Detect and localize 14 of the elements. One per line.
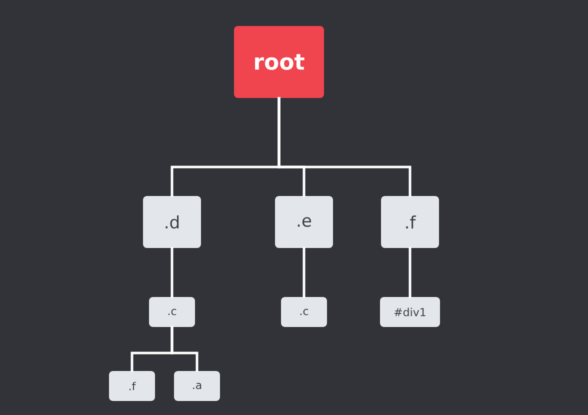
connector-line: [408, 246, 412, 298]
connector-line: [302, 246, 306, 298]
selector-box: .f: [109, 371, 155, 401]
selector-box: .c: [149, 297, 195, 327]
selector-box: #div1: [380, 297, 440, 327]
class-box: .e: [275, 196, 333, 248]
connector-line: [170, 326, 198, 372]
root-box: root: [234, 26, 324, 98]
selector-box: .c: [281, 297, 327, 327]
class-box: .d: [143, 196, 201, 248]
class-box: .f: [381, 196, 439, 248]
connector-line: [278, 96, 412, 198]
selector-box: .a: [174, 371, 220, 401]
connector-line: [170, 246, 174, 298]
